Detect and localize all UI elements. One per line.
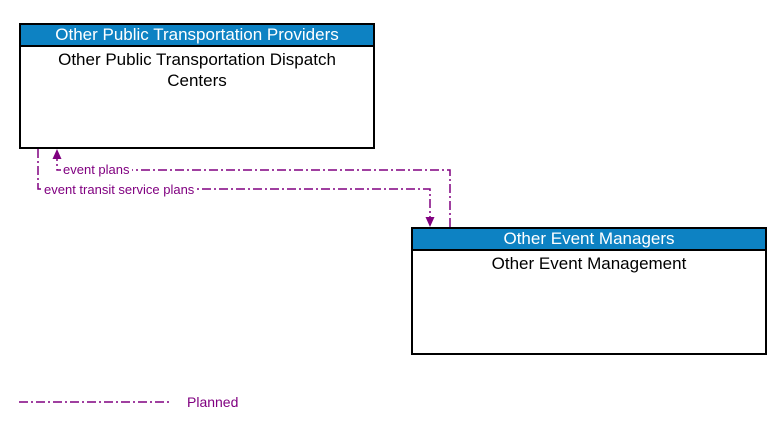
arrowhead-down-event-transit-service-plans-icon xyxy=(425,217,435,227)
box-other-event-managers[interactable]: Other Event Managers Other Event Managem… xyxy=(411,227,767,355)
box-header-other-public-transportation-providers[interactable]: Other Public Transportation Providers xyxy=(21,25,373,47)
flow-label-event-transit-service-plans[interactable]: event transit service plans xyxy=(42,182,197,197)
arrowhead-up-event-plans-icon xyxy=(52,149,62,159)
box-body-other-public-transportation-dispatch-centers[interactable]: Other Public Transportation Dispatch Cen… xyxy=(58,50,336,90)
box-other-public-transportation-providers[interactable]: Other Public Transportation Providers Ot… xyxy=(19,23,375,149)
flow-label-event-plans[interactable]: event plans xyxy=(61,162,132,177)
legend-label-planned: Planned xyxy=(187,394,239,410)
box-body-other-event-management[interactable]: Other Event Management xyxy=(491,254,687,273)
box-header-other-event-managers[interactable]: Other Event Managers xyxy=(413,229,765,251)
